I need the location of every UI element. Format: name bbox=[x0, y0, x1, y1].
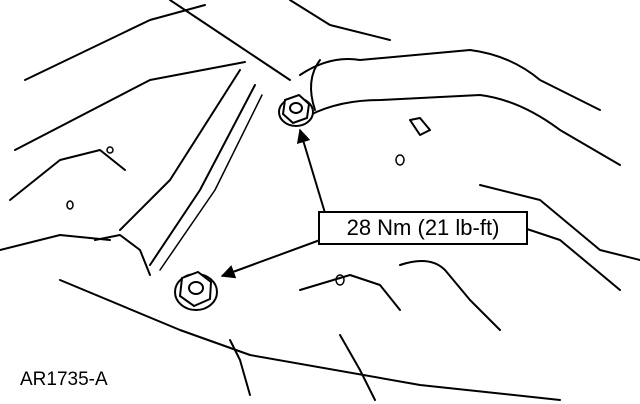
tube-clip bbox=[409, 117, 431, 136]
left-bracket bbox=[94, 234, 151, 276]
frame-rail-left bbox=[119, 69, 241, 231]
upper-body-seam bbox=[169, 0, 291, 81]
tube-end bbox=[310, 59, 321, 111]
leader-arrow-lower bbox=[220, 239, 321, 279]
left-lower-contour bbox=[0, 234, 111, 251]
torque-callout-box: 28 Nm (21 lb-ft) bbox=[318, 211, 528, 245]
upper-panel-edge-2 bbox=[14, 61, 246, 151]
left-panel-contour bbox=[9, 149, 126, 201]
lower-right-contour bbox=[399, 260, 501, 331]
frame-rail-inner bbox=[149, 84, 256, 266]
lower-bolt bbox=[174, 270, 218, 311]
figure-id: AR1735-A bbox=[20, 369, 108, 390]
frame-rail-edge bbox=[159, 94, 263, 271]
tube-top bbox=[299, 49, 601, 111]
torque-label: 28 Nm (21 lb-ft) bbox=[346, 215, 500, 240]
tube-bottom bbox=[309, 94, 621, 166]
upper-bolt bbox=[278, 93, 314, 127]
lower-bracket bbox=[229, 339, 251, 396]
right-panel-edge bbox=[479, 184, 640, 261]
leader-arrow-upper bbox=[296, 128, 326, 214]
panel-holes bbox=[66, 146, 405, 286]
lower-right-bracket bbox=[339, 334, 376, 401]
lower-center-contour bbox=[299, 274, 401, 311]
lower-bottom-edge bbox=[59, 279, 561, 401]
upper-right-seam bbox=[289, 0, 391, 41]
upper-panel-edge bbox=[24, 4, 206, 81]
